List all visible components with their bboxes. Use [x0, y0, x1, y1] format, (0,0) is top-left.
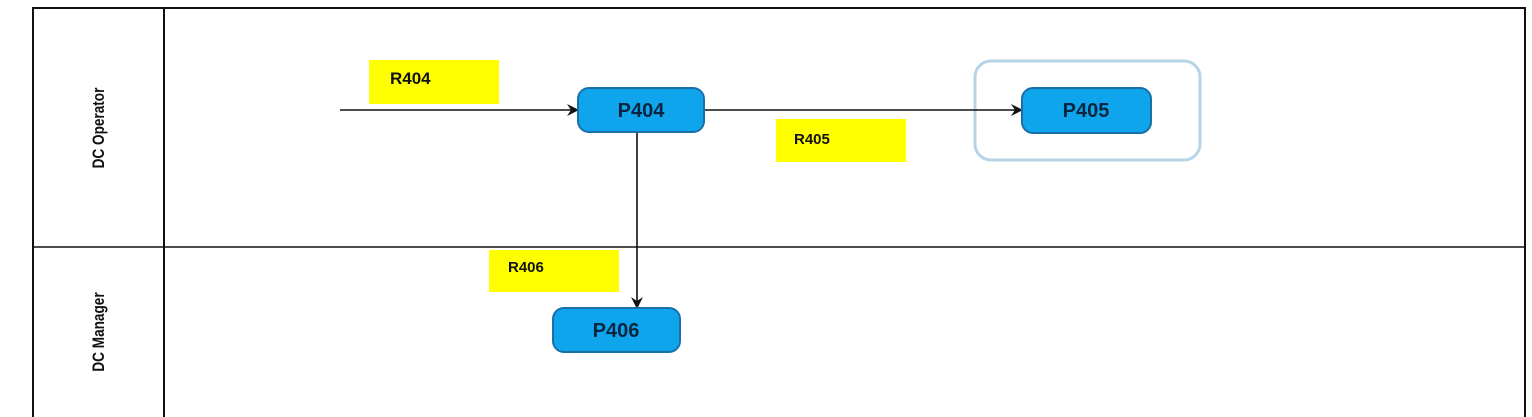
process-label: P404	[618, 100, 666, 122]
process-p406[interactable]: P406	[552, 307, 681, 353]
note-label: R406	[508, 259, 544, 276]
process-p405[interactable]: P405	[1021, 87, 1152, 134]
lane-label-dc-manager: DC Manager	[90, 292, 109, 371]
note-r404: R404	[369, 60, 499, 104]
process-label: P406	[593, 320, 640, 342]
note-label: R405	[794, 131, 830, 148]
note-label: R404	[390, 69, 431, 88]
lane-label-dc-operator: DC Operator	[90, 88, 109, 169]
note-r405: R405	[776, 119, 906, 162]
note-r406: R406	[489, 250, 619, 292]
pool-frame	[32, 7, 1526, 417]
process-p404[interactable]: P404	[577, 87, 705, 133]
process-label: P405	[1063, 100, 1110, 122]
